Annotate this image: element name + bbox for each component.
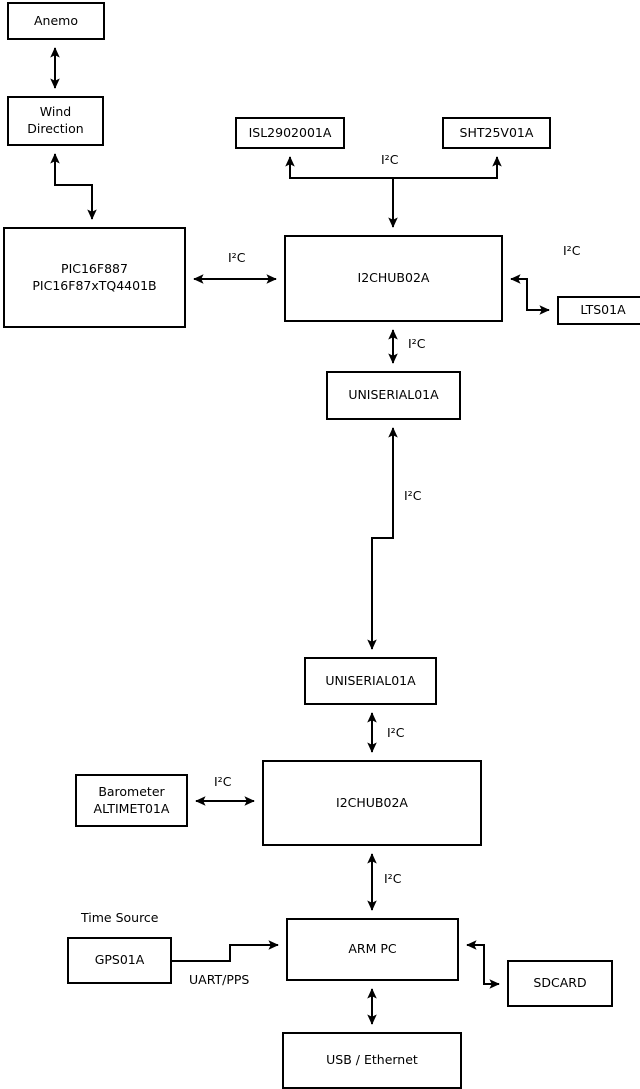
- node-pic-microcontroller[interactable]: PIC16F887 PIC16F87xTQ4401B: [3, 227, 186, 328]
- node-usb-ethernet-label: USB / Ethernet: [326, 1052, 418, 1068]
- connector-wind-pic: [50, 153, 97, 220]
- node-isl2902001a-label: ISL2902001A: [248, 124, 332, 140]
- node-uniserial01a-lower[interactable]: UNISERIAL01A: [304, 657, 437, 705]
- node-sht25v01a-label: SHT25V01A: [459, 124, 534, 140]
- node-i2chub02a-top[interactable]: I2CHUB02A: [284, 235, 503, 322]
- node-i2chub02a-top-label: I2CHUB02A: [357, 270, 430, 286]
- node-arm-pc-label: ARM PC: [348, 941, 397, 957]
- node-anemo-label: Anemo: [34, 12, 78, 28]
- node-wind-direction-label: Wind Direction: [27, 104, 84, 136]
- node-uniserial01a-lower-label: UNISERIAL01A: [325, 672, 416, 688]
- node-gps01a[interactable]: GPS01A: [67, 937, 172, 984]
- node-lts01a-label: LTS01A: [580, 302, 626, 318]
- wire-label-i2c-hub-armpc: I²C: [384, 871, 402, 886]
- node-uniserial01a-upper[interactable]: UNISERIAL01A: [326, 371, 461, 420]
- wire-label-i2c-uniserial2-hub: I²C: [387, 725, 405, 740]
- node-sht25v01a[interactable]: SHT25V01A: [442, 117, 551, 149]
- node-isl2902001a[interactable]: ISL2902001A: [235, 117, 345, 149]
- connector-gps-armpc: [172, 940, 279, 962]
- wire-label-i2c-uniserial-link: I²C: [404, 488, 422, 503]
- annotation-time-source: Time Source: [81, 910, 159, 925]
- node-usb-ethernet[interactable]: USB / Ethernet: [282, 1032, 462, 1089]
- node-uniserial01a-upper-label: UNISERIAL01A: [348, 387, 439, 403]
- wire-label-i2c-barometer-hub: I²C: [214, 774, 232, 789]
- node-sdcard[interactable]: SDCARD: [507, 960, 613, 1007]
- wire-label-uart-pps: UART/PPS: [189, 972, 250, 987]
- node-lts01a[interactable]: LTS01A: [557, 296, 640, 325]
- node-sdcard-label: SDCARD: [533, 975, 587, 991]
- node-anemo[interactable]: Anemo: [7, 2, 105, 40]
- connector-hub-lts: [510, 274, 550, 315]
- node-barometer-altimet01a[interactable]: Barometer ALTIMET01A: [75, 774, 188, 827]
- wire-label-i2c-sensor-bus: I²C: [381, 152, 399, 167]
- wire-label-i2c-hub-uniserial1: I²C: [408, 336, 426, 351]
- connector-uniserial-link: [367, 427, 398, 650]
- node-barometer-altimet01a-label: Barometer ALTIMET01A: [93, 783, 170, 816]
- node-gps01a-label: GPS01A: [94, 952, 145, 968]
- node-i2chub02a-bottom[interactable]: I2CHUB02A: [262, 760, 482, 846]
- wire-label-i2c-pic-hub: I²C: [228, 250, 246, 265]
- node-pic-microcontroller-label: PIC16F887 PIC16F87xTQ4401B: [32, 260, 157, 293]
- node-arm-pc[interactable]: ARM PC: [286, 918, 459, 981]
- node-i2chub02a-bottom-label: I2CHUB02A: [336, 794, 408, 810]
- node-wind-direction[interactable]: Wind Direction: [7, 96, 104, 146]
- wire-label-i2c-lts: I²C: [563, 243, 581, 258]
- connector-armpc-sdcard: [466, 940, 500, 989]
